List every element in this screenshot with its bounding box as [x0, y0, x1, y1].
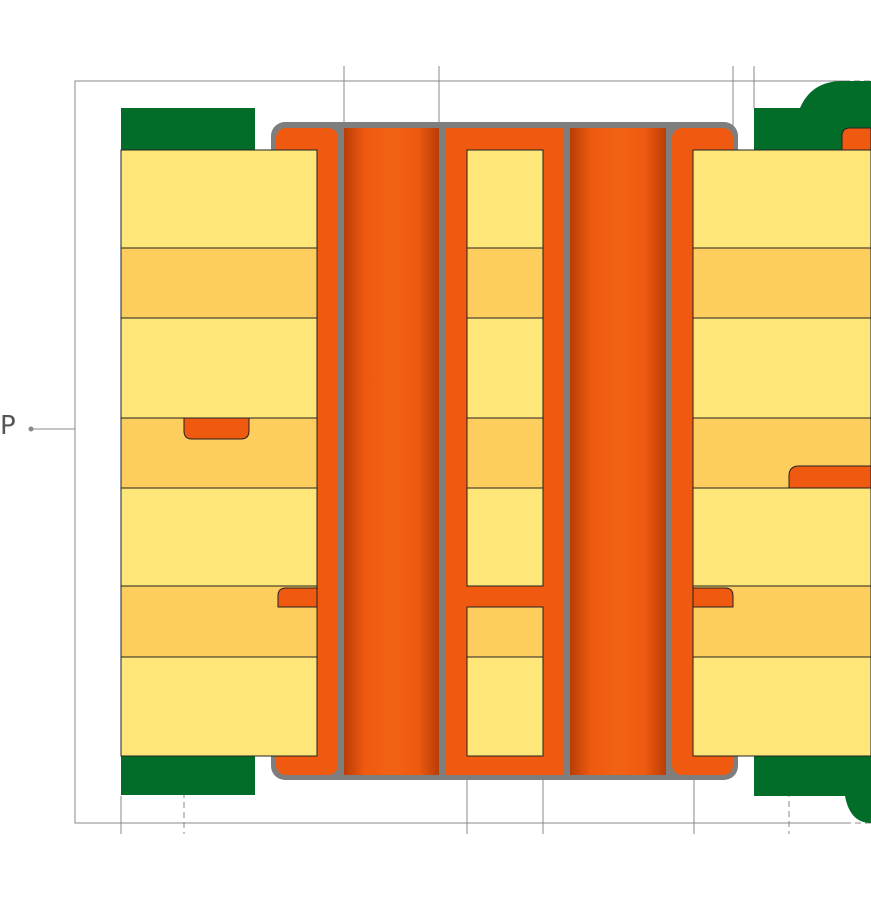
layer-left-core-7 [120, 656, 318, 757]
layer-right-core-7 [692, 656, 871, 757]
filled-via-right [570, 128, 666, 775]
callout-label: P [0, 411, 16, 441]
layer-left-prepreg-2 [120, 247, 318, 319]
solder-mask-top-left [121, 108, 255, 150]
filled-via-left [344, 128, 439, 775]
layer-middle-prepreg-6 [466, 606, 544, 658]
solder-mask [121, 80, 871, 823]
layer-middle-core-5 [466, 487, 544, 587]
layer-middle-core-1 [466, 149, 544, 249]
solder-mask-top-right [754, 80, 871, 150]
layer-left-core-5 [120, 487, 318, 587]
layer-middle-core-3 [466, 317, 544, 419]
layer-middle-prepreg-2 [466, 247, 544, 319]
layer-right-prepreg-2 [692, 247, 871, 319]
layer-middle-core-7 [466, 656, 544, 757]
layer-right-core-1 [692, 149, 871, 249]
solder-mask-bottom-right [754, 756, 871, 823]
layer-right-core-3 [692, 317, 871, 419]
copper-pads-top [183, 417, 871, 608]
callout-dot [28, 426, 34, 432]
layer-right-core-5 [692, 487, 871, 587]
copper-top-right-pad [841, 127, 871, 151]
solder-mask-bottom-left [121, 756, 255, 795]
layer-stack-middle [466, 149, 544, 757]
layer-left-core-3 [120, 317, 318, 419]
layer-left-core-1 [120, 149, 318, 249]
layer-stack-left [120, 149, 318, 757]
layer-stack-right [692, 149, 871, 757]
layer-middle-prepreg-4 [466, 417, 544, 489]
